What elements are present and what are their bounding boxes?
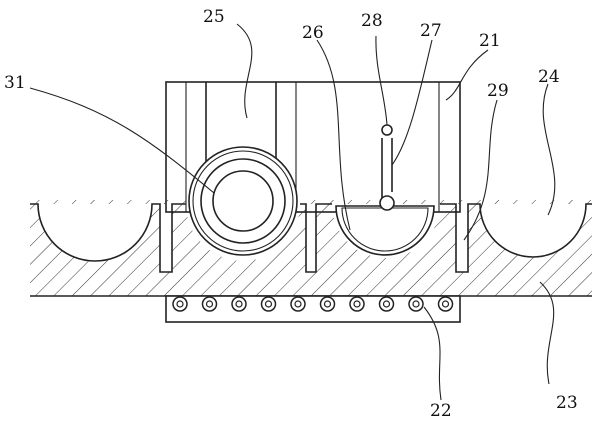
swing-cup bbox=[335, 124, 435, 256]
label-24: 24 bbox=[538, 67, 560, 87]
label-31: 31 bbox=[4, 73, 26, 93]
roller-axle-5 bbox=[294, 300, 302, 308]
roller-axle-6 bbox=[323, 300, 332, 308]
roller-axle-1 bbox=[176, 300, 184, 308]
label-26: 26 bbox=[302, 23, 324, 43]
roller-axle-8 bbox=[382, 300, 391, 308]
base-block bbox=[30, 200, 592, 297]
label-25: 25 bbox=[203, 7, 225, 27]
leader-lines bbox=[29, 23, 556, 401]
roller-axle-10 bbox=[441, 300, 450, 308]
roller-axle-7 bbox=[353, 300, 361, 308]
label-28: 28 bbox=[361, 11, 383, 31]
label-27: 27 bbox=[420, 21, 442, 41]
roller-axle-4 bbox=[264, 300, 273, 308]
roller-plate bbox=[165, 295, 461, 323]
roller-axle-3 bbox=[235, 300, 243, 308]
label-23: 23 bbox=[556, 393, 578, 413]
reference-labels: 31 25 26 28 27 21 29 24 23 22 bbox=[4, 7, 578, 421]
roller-axle-9 bbox=[412, 300, 420, 308]
roller-axle-2 bbox=[205, 300, 214, 308]
label-22: 22 bbox=[430, 401, 452, 420]
label-29: 29 bbox=[487, 81, 509, 101]
roller-row bbox=[172, 296, 454, 312]
large-roller bbox=[188, 146, 298, 256]
label-21: 21 bbox=[479, 31, 501, 51]
